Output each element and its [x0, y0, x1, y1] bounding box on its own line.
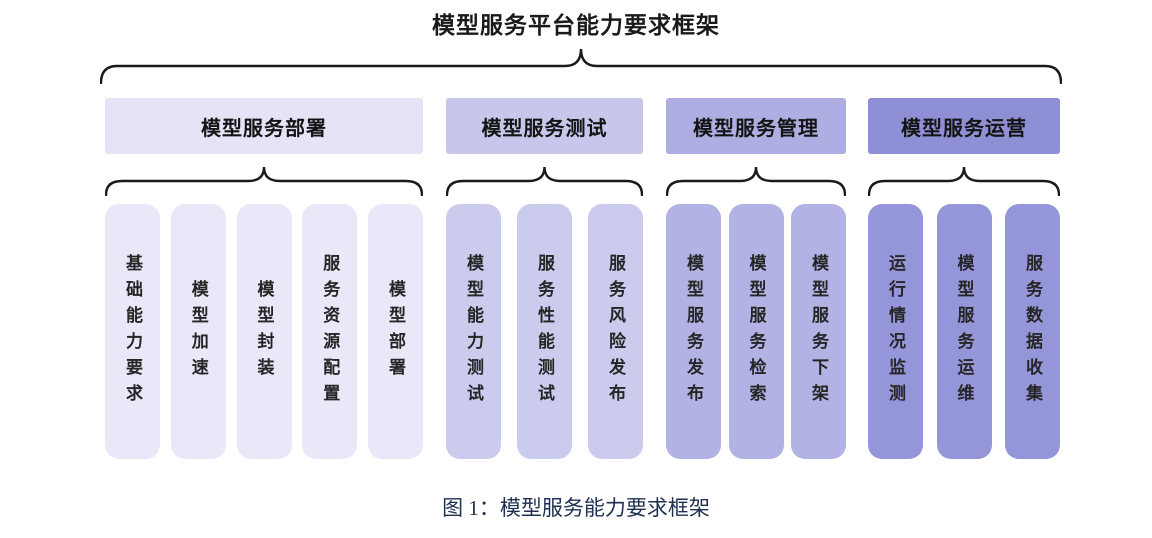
- capability-box: 服务性能测试: [517, 204, 572, 459]
- figure-caption: 图 1：模型服务能力要求框架: [442, 496, 710, 520]
- group-operations: 模型服务运营 运行情况监测 模型服务运维 服务数据收集: [868, 98, 1060, 459]
- group-header-operations: 模型服务运营: [868, 98, 1060, 154]
- group-testing: 模型服务测试 模型能力测试 服务性能测试 服务风险发布: [446, 98, 643, 459]
- capability-box: 模型服务运维: [936, 204, 992, 459]
- group-brace-management: [666, 166, 846, 196]
- group-items-operations: 运行情况监测 模型服务运维 服务数据收集: [868, 204, 1060, 459]
- group-deployment: 模型服务部署 基础能力要求 模型加速 模型封装 服务资源配置 模型部署: [105, 98, 423, 459]
- group-header-management: 模型服务管理: [666, 98, 846, 154]
- capability-box: 模型封装: [236, 204, 292, 459]
- capability-box: 模型服务下架: [791, 204, 846, 459]
- capability-box: 服务资源配置: [302, 204, 358, 459]
- group-brace-testing: [446, 166, 643, 196]
- diagram-title: 模型服务平台能力要求框架: [432, 12, 720, 38]
- group-header-testing: 模型服务测试: [446, 98, 643, 154]
- capability-box: 运行情况监测: [868, 204, 923, 459]
- group-brace-operations: [868, 166, 1060, 196]
- capability-box: 服务数据收集: [1005, 204, 1060, 459]
- group-items-deployment: 基础能力要求 模型加速 模型封装 服务资源配置 模型部署: [105, 204, 423, 459]
- capability-box: 基础能力要求: [105, 204, 160, 459]
- capability-box: 模型服务发布: [666, 204, 721, 459]
- group-management: 模型服务管理 模型服务发布 模型服务检索 模型服务下架: [666, 98, 846, 459]
- group-items-management: 模型服务发布 模型服务检索 模型服务下架: [666, 204, 846, 459]
- capability-box: 模型服务检索: [728, 204, 784, 459]
- group-brace-deployment: [105, 166, 423, 196]
- capability-box: 服务风险发布: [588, 204, 643, 459]
- top-brace: [100, 48, 1062, 84]
- capability-box: 模型部署: [368, 204, 423, 459]
- capability-box: 模型加速: [170, 204, 226, 459]
- group-header-deployment: 模型服务部署: [105, 98, 423, 154]
- group-items-testing: 模型能力测试 服务性能测试 服务风险发布: [446, 204, 643, 459]
- capability-box: 模型能力测试: [446, 204, 501, 459]
